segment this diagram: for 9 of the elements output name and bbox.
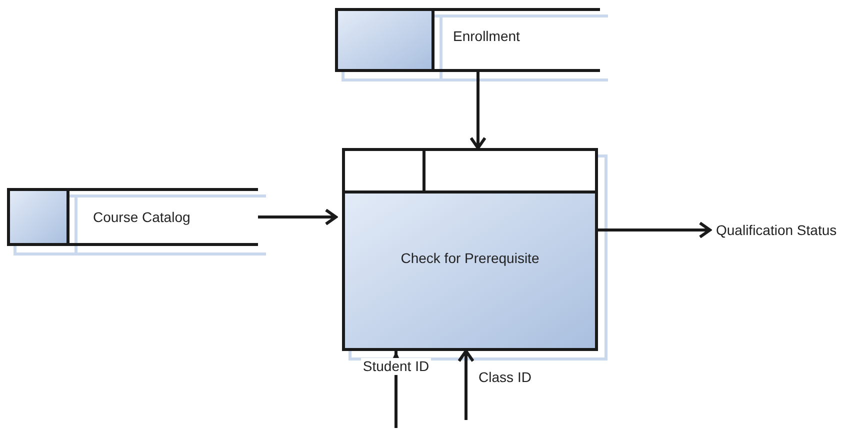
- arrow: [470, 72, 486, 150]
- arrow: [598, 222, 712, 238]
- data-store-label: Course Catalog: [93, 209, 190, 225]
- edge-label: Student ID: [361, 358, 431, 375]
- process-label: Check for Prerequisite: [400, 250, 540, 266]
- data-store-label: Enrollment: [453, 28, 520, 44]
- arrow: [258, 208, 338, 226]
- output-label: Qualification Status: [716, 222, 837, 238]
- arrow: [458, 350, 474, 420]
